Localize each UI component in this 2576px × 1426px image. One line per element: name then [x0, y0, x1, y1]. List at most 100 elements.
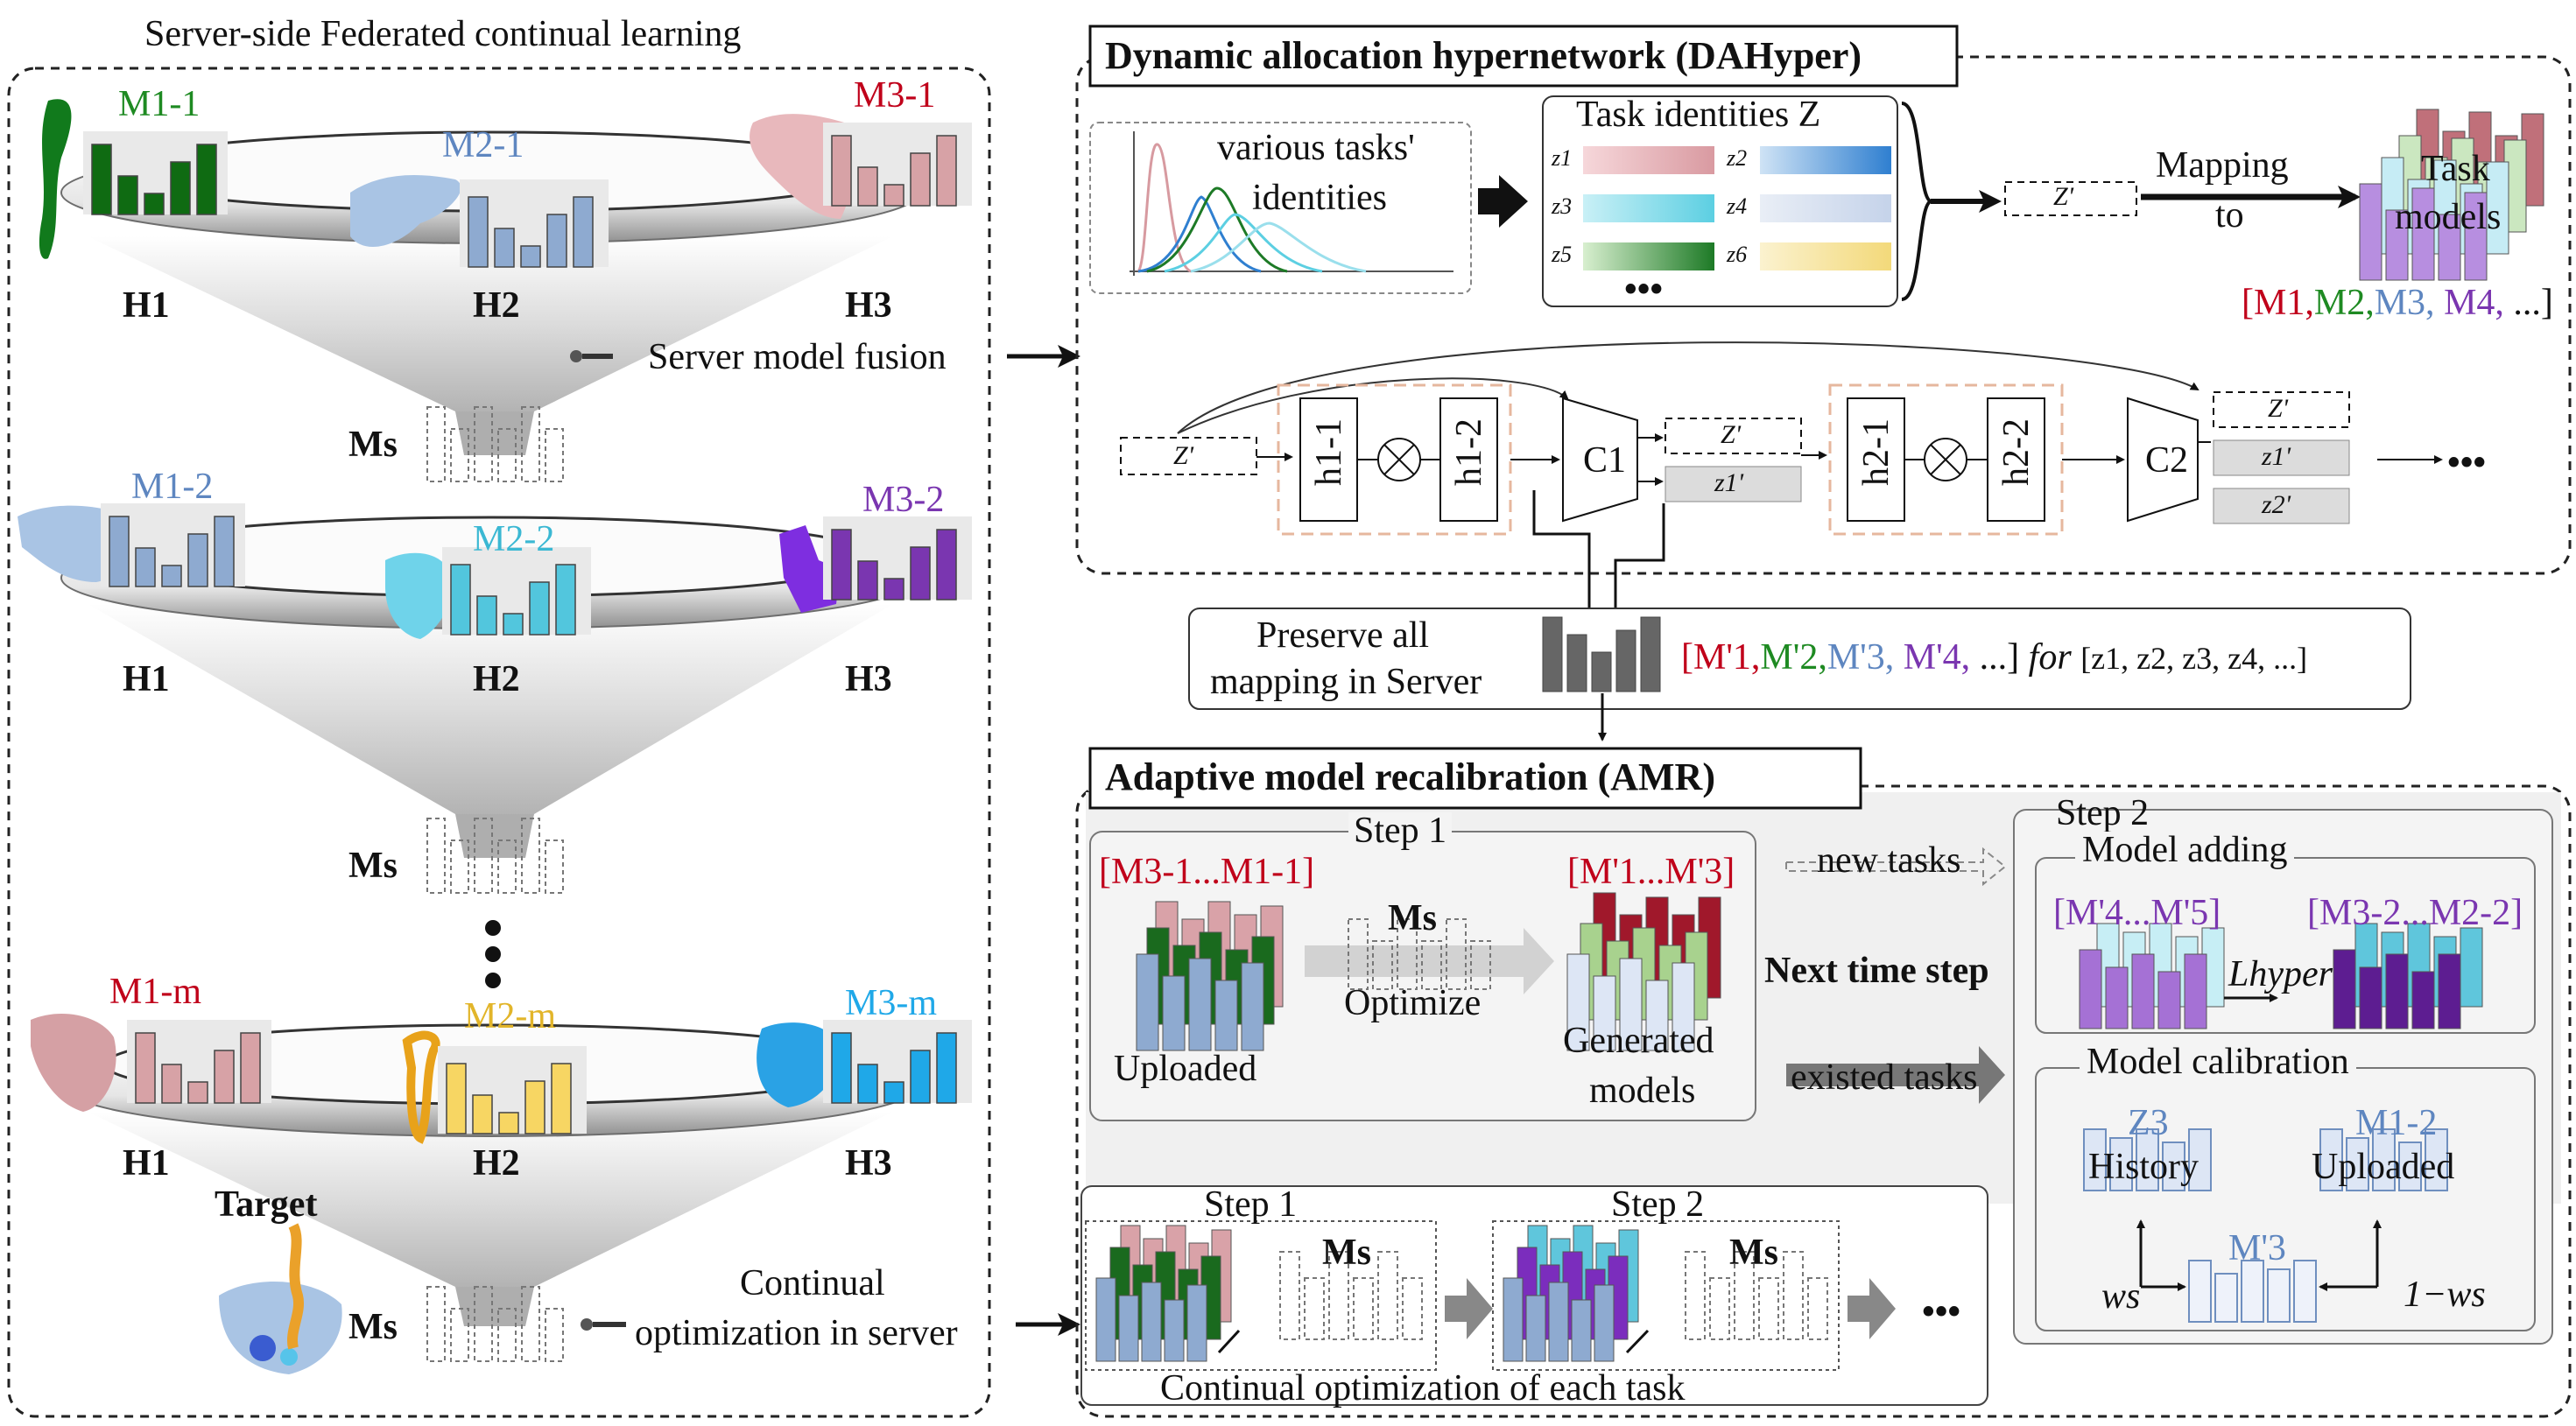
- various-tasks-line2: identities: [1252, 178, 1387, 218]
- model-icon-bar: [857, 560, 878, 601]
- ws-label: ws: [2101, 1276, 2141, 1317]
- model-label-m1-m: M1-m: [109, 972, 201, 1012]
- c1-block: [1562, 397, 1638, 523]
- model-icon-bar: [831, 135, 852, 207]
- z-prime-label-4: Z': [2268, 394, 2289, 423]
- z-prime-box: [2004, 181, 2137, 216]
- bottom-caption: Continual optimization of each task: [1160, 1368, 1686, 1408]
- preserve-line1: Preserve all: [1256, 615, 1430, 656]
- left-panel-frame: [7, 67, 991, 1418]
- preserve-for: for: [2028, 637, 2072, 678]
- new-tasks-label: new tasks: [1817, 840, 1961, 881]
- mapping-line2: to: [2215, 195, 2244, 235]
- model-icon-bar: [936, 1032, 957, 1104]
- z6-bar: [1760, 242, 1891, 270]
- dahyper-title: Dynamic allocation hypernetwork (DAHyper…: [1105, 34, 1862, 77]
- model-icon-bar: [883, 578, 904, 601]
- model-icon-bar: [135, 547, 156, 587]
- model-icon-bar: [910, 546, 931, 601]
- bottom-step2-label: Step 2: [1611, 1184, 1705, 1225]
- optimize-label: Optimize: [1344, 983, 1482, 1023]
- preserve-m3: M'3,: [1826, 637, 1895, 678]
- z1-label: z1: [1552, 145, 1573, 171]
- model-icon-bar: [170, 161, 191, 215]
- model-icon-bar: [214, 516, 235, 587]
- c1-label: C1: [1583, 440, 1627, 481]
- h2-2-label: h2-2: [1996, 418, 2037, 486]
- z4-label: z4: [1727, 193, 1748, 219]
- model-label-m1-2: M1-2: [131, 467, 214, 507]
- preserve-m4: M'4,: [1903, 637, 1971, 678]
- h1-2-label: h1-2: [1449, 418, 1489, 486]
- adding-to-label: [M3-2...M2-2]: [2307, 893, 2523, 933]
- amr-step1-label: Step 1: [1348, 812, 1453, 849]
- uploaded-label: Uploaded: [1114, 1049, 1257, 1089]
- bottom-ms-label-2: Ms: [1729, 1233, 1778, 1273]
- z5-bar: [1583, 242, 1714, 270]
- server-model-label-3: Ms: [348, 1307, 398, 1347]
- model-icon-bar: [214, 1050, 235, 1104]
- amr-title: Adaptive model recalibration (AMR): [1105, 755, 1715, 798]
- server-model-label-2: Ms: [348, 846, 398, 886]
- z-prime-label-2: Z': [1173, 441, 1194, 470]
- preserve-zs: [z1, z2, z3, z4, ...]: [2080, 641, 2308, 676]
- task-identities-label: Task identities Z: [1576, 95, 1821, 135]
- z2-prime-label: z2': [2262, 490, 2291, 519]
- model-icon-bar: [551, 1063, 572, 1134]
- adding-to-stack: [2333, 923, 2483, 1029]
- model-icon-bar: [187, 1081, 208, 1104]
- task-identities-ellipsis: •••: [1624, 270, 1664, 310]
- model-icon-bar: [936, 135, 957, 207]
- model-icon-bar: [883, 1081, 904, 1104]
- model-calibration-label: Model calibration: [2080, 1043, 2356, 1080]
- task-model-m1: [M1,: [2242, 283, 2314, 323]
- model-icon-bar: [857, 1064, 878, 1104]
- server-fusion-label: Server model fusion: [648, 337, 947, 377]
- amr-frame: [1075, 784, 2572, 1418]
- uploaded2-label: Uploaded: [2312, 1147, 2455, 1187]
- z5-label: z5: [1552, 242, 1573, 267]
- z2-label: z2: [1727, 145, 1748, 171]
- h2-1-label: h2-1: [1856, 418, 1897, 486]
- model-label-m3-2: M3-2: [862, 480, 945, 520]
- left-bar-charts: [91, 135, 957, 1134]
- model-icon-bar: [910, 152, 931, 207]
- z6-label: z6: [1727, 242, 1748, 267]
- target-organ: [219, 1223, 342, 1374]
- preserve-box: [1188, 608, 2411, 710]
- z4-bar: [1760, 194, 1891, 222]
- z2-bar: [1760, 146, 1891, 174]
- model-label-m3-m: M3-m: [845, 983, 937, 1023]
- z1-bar: [1583, 146, 1714, 174]
- model-icon-bar: [468, 196, 489, 268]
- m3-prime-label: M'3: [2228, 1228, 2286, 1268]
- organ-pink-2: [31, 1013, 116, 1112]
- hospital-h1-row3: H1: [123, 1143, 170, 1184]
- chain-ellipsis: •••: [2447, 443, 2487, 483]
- model-icon-bar: [910, 1050, 931, 1104]
- hospital-h3-row1: H3: [845, 285, 892, 326]
- funnel-3: [88, 1112, 893, 1287]
- preserve-ellipsis: ...]: [1979, 637, 2020, 678]
- model-icon-bar: [135, 1032, 156, 1104]
- organ-blue: [350, 175, 461, 247]
- funnel-1: [88, 236, 893, 411]
- bottom-ellipsis: •••: [1922, 1292, 1961, 1332]
- funnel-2: [88, 604, 893, 814]
- model-label-m3-1: M3-1: [854, 75, 936, 116]
- task-model-list: [M1,M2,M3, M4, ...]: [2242, 284, 2553, 321]
- model-label-m1-1: M1-1: [118, 84, 201, 124]
- hospital-h2-row3: H2: [473, 1143, 520, 1184]
- continual-label-line1: Continual: [740, 1263, 885, 1303]
- generated-line2: models: [1589, 1071, 1696, 1111]
- model-icon-bar: [573, 196, 594, 268]
- hospital-h3-row2: H3: [845, 659, 892, 699]
- generated-stack: [1566, 892, 1721, 1051]
- bottom-step1-stack: [1095, 1225, 1232, 1362]
- preserve-m2: M'2,: [1760, 637, 1827, 678]
- h1-1-label: h1-1: [1309, 418, 1349, 486]
- task-models-line1: Task: [2421, 149, 2490, 189]
- model-icon-bar: [144, 193, 165, 215]
